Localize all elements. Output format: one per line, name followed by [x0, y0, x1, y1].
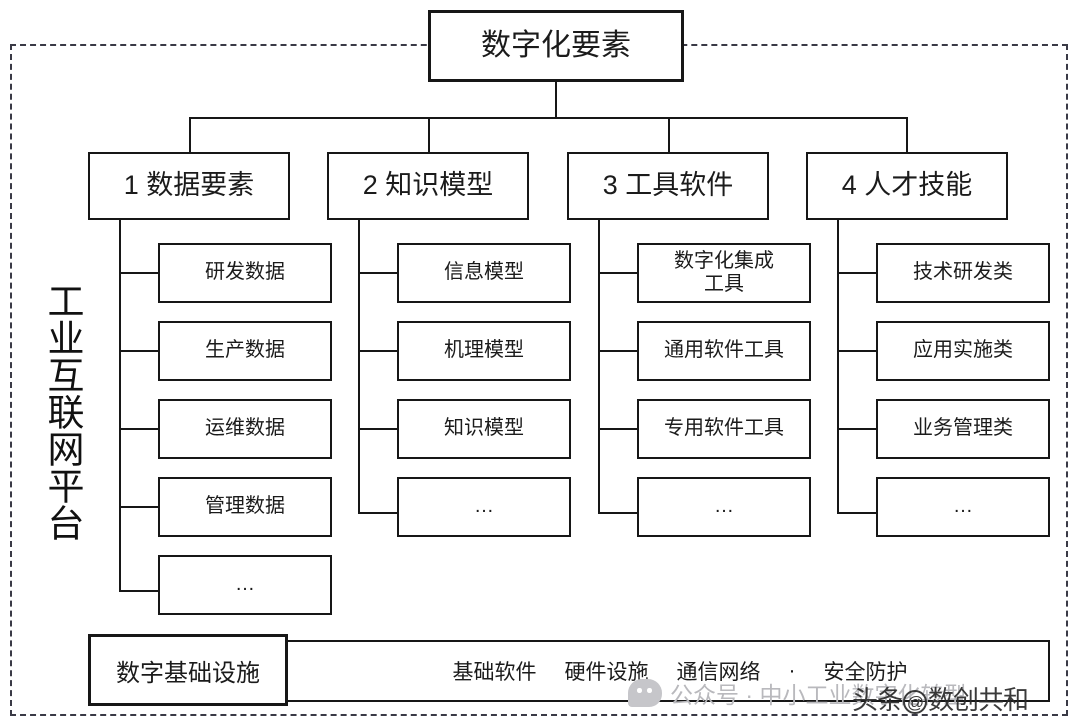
- leaf-node: 信息模型: [397, 243, 571, 303]
- infrastructure-item: 通信网络: [676, 661, 761, 684]
- leaf-node: 管理数据: [158, 477, 332, 537]
- connector-trunk-3: [598, 220, 601, 514]
- connector-stub-4-0: [837, 272, 878, 275]
- connector-drop-3: [668, 117, 671, 152]
- leaf-node-ellipsis: …: [876, 477, 1050, 537]
- leaf-node: 数字化集成 工具: [637, 243, 811, 303]
- category-node-tool-software: 3 工具软件: [567, 152, 769, 220]
- connector-stub-3-1: [598, 350, 639, 353]
- leaf-node-ellipsis: …: [397, 477, 571, 537]
- connector-stub-3-2: [598, 428, 639, 431]
- category-node-data-elements: 1 数据要素: [88, 152, 290, 220]
- connector-stub-2-1: [358, 350, 399, 353]
- leaf-node: 专用软件工具: [637, 399, 811, 459]
- connector-root-stem: [555, 82, 558, 118]
- root-node-digital-elements: 数字化要素: [428, 10, 684, 82]
- connector-stub-3-0: [598, 272, 639, 275]
- leaf-node-ellipsis: …: [637, 477, 811, 537]
- platform-vertical-label: 工业互联网平台: [42, 281, 83, 541]
- category-node-talent-skills: 4 人才技能: [806, 152, 1008, 220]
- leaf-node: 通用软件工具: [637, 321, 811, 381]
- infrastructure-item: 硬件设施: [564, 661, 649, 684]
- leaf-node: 业务管理类: [876, 399, 1050, 459]
- leaf-node: 机理模型: [397, 321, 571, 381]
- infrastructure-label-box: 数字基础设施: [88, 634, 288, 706]
- leaf-node: 运维数据: [158, 399, 332, 459]
- connector-stub-4-2: [837, 428, 878, 431]
- leaf-node: 应用实施类: [876, 321, 1050, 381]
- leaf-node: 技术研发类: [876, 243, 1050, 303]
- infrastructure-separator: ·: [788, 659, 796, 682]
- connector-stub-4-3: [837, 512, 878, 515]
- connector-drop-4: [906, 117, 909, 152]
- connector-bus: [189, 117, 907, 120]
- connector-stub-3-3: [598, 512, 639, 515]
- connector-stub-2-2: [358, 428, 399, 431]
- connector-drop-2: [428, 117, 431, 152]
- infrastructure-item: 基础软件: [452, 661, 537, 684]
- connector-stub-1-1: [119, 350, 160, 353]
- connector-stub-2-3: [358, 512, 399, 515]
- connector-stub-2-0: [358, 272, 399, 275]
- connector-drop-1: [189, 117, 192, 152]
- leaf-node: 研发数据: [158, 243, 332, 303]
- connector-trunk-2: [358, 220, 361, 514]
- connector-stub-1-3: [119, 506, 160, 509]
- leaf-node: 生产数据: [158, 321, 332, 381]
- leaf-node: 知识模型: [397, 399, 571, 459]
- connector-trunk-4: [837, 220, 840, 514]
- connector-trunk-1: [119, 220, 122, 592]
- connector-stub-1-4: [119, 590, 160, 593]
- infrastructure-items-box: 基础软件 硬件设施 通信网络 · 安全防护: [190, 640, 1050, 702]
- infrastructure-item: 安全防护: [823, 661, 908, 684]
- category-node-knowledge-models: 2 知识模型: [327, 152, 529, 220]
- infrastructure-item-list: 基础软件 硬件设施 通信网络 · 安全防护: [333, 656, 908, 686]
- leaf-node-ellipsis: …: [158, 555, 332, 615]
- connector-stub-4-1: [837, 350, 878, 353]
- connector-stub-1-0: [119, 272, 160, 275]
- connector-stub-1-2: [119, 428, 160, 431]
